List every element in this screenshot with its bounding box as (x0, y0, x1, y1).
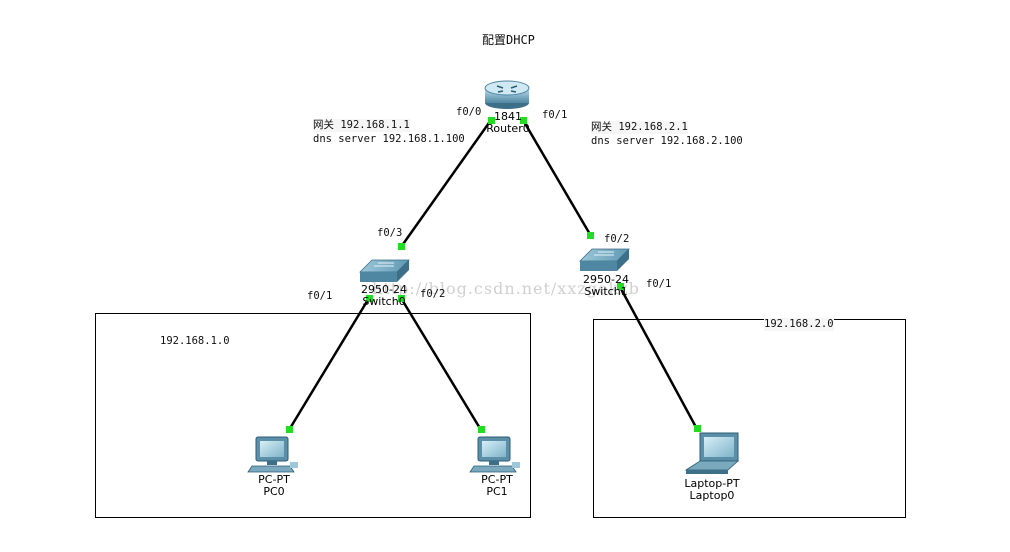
port-label-switch1-f0-1: f0/1 (646, 278, 672, 290)
router-name-label: Router0 (486, 122, 530, 135)
subnet-box-left (95, 313, 531, 518)
laptop0-model-label: Laptop-PT (684, 477, 740, 490)
laptop0-icon[interactable] (684, 432, 740, 474)
port-label-switch1-f0-2: f0/2 (604, 233, 630, 245)
pc1-name-label: PC1 (486, 485, 508, 498)
port-label-switch0-f0-3: f0/3 (377, 227, 403, 239)
gateway-right-line1: 网关 192.168.2.1 (591, 121, 688, 134)
gateway-right-line2: dns server 192.168.2.100 (591, 135, 743, 147)
port-status-indicators (286, 117, 701, 433)
link-switch1-laptop0 (618, 286, 699, 430)
gateway-left-line1: 网关 192.168.1.1 (313, 119, 410, 132)
link-switch0-pc1 (399, 297, 483, 431)
pc1-model-label: PC-PT (481, 473, 513, 486)
subnet-box-right (593, 319, 906, 518)
subnet-label-left: 192.168.1.0 (160, 335, 230, 347)
watermark-text: http://blog.csdn.net/xxzgekzb (372, 279, 640, 298)
pc0-model-label: PC-PT (258, 473, 290, 486)
port-label-router-f0-1: f0/1 (542, 109, 568, 121)
port-label-switch0-f0-2: f0/2 (420, 288, 446, 300)
router-icon[interactable] (484, 80, 530, 109)
switch1-icon[interactable] (579, 248, 630, 271)
switch1-name-label: Switch1 (584, 285, 628, 298)
subnet-label-right: 192.168.2.0 (764, 318, 834, 331)
switch0-icon[interactable] (359, 259, 410, 282)
switch0-name-label: Switch0 (362, 295, 406, 308)
link-router-switch0 (399, 119, 493, 248)
pc0-name-label: PC0 (263, 485, 285, 498)
link-router-switch1 (521, 119, 593, 237)
switch1-model-label: 2950-24 (583, 273, 629, 286)
link-switch0-pc0 (287, 297, 371, 431)
port-label-router-f0-0: f0/0 (456, 106, 482, 118)
port-label-switch0-f0-1: f0/1 (307, 290, 333, 302)
router-model-label: 1841 (494, 110, 522, 123)
gateway-left-line2: dns server 192.168.1.100 (313, 133, 465, 145)
pc1-icon[interactable] (469, 436, 520, 473)
diagram-title: 配置DHCP (482, 33, 535, 47)
switch0-model-label: 2950-24 (361, 283, 407, 296)
laptop0-name-label: Laptop0 (689, 489, 735, 502)
pc0-icon[interactable] (247, 436, 298, 473)
